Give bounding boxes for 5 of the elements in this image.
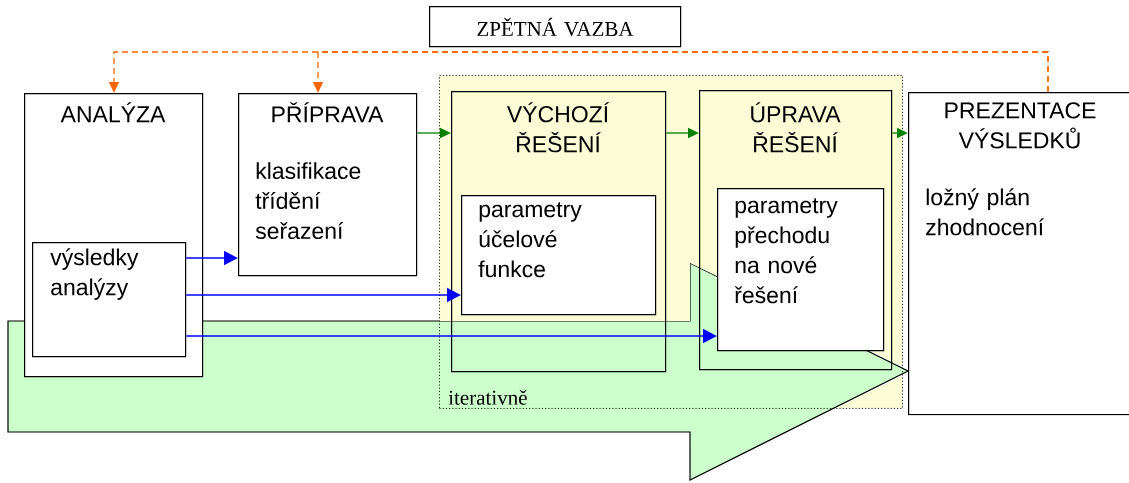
inner-box: parametry účelové funkce [461,195,657,316]
feedback-box: ZPĚTNÁ VAZBA [429,6,682,48]
inner-box: výsledky analýzy [32,242,187,358]
inner-box: parametry přechodu na nové řešení [717,188,885,352]
process-box: PREZENTACE VÝSLEDKŮ ložný plán zhodnocení [908,92,1129,416]
